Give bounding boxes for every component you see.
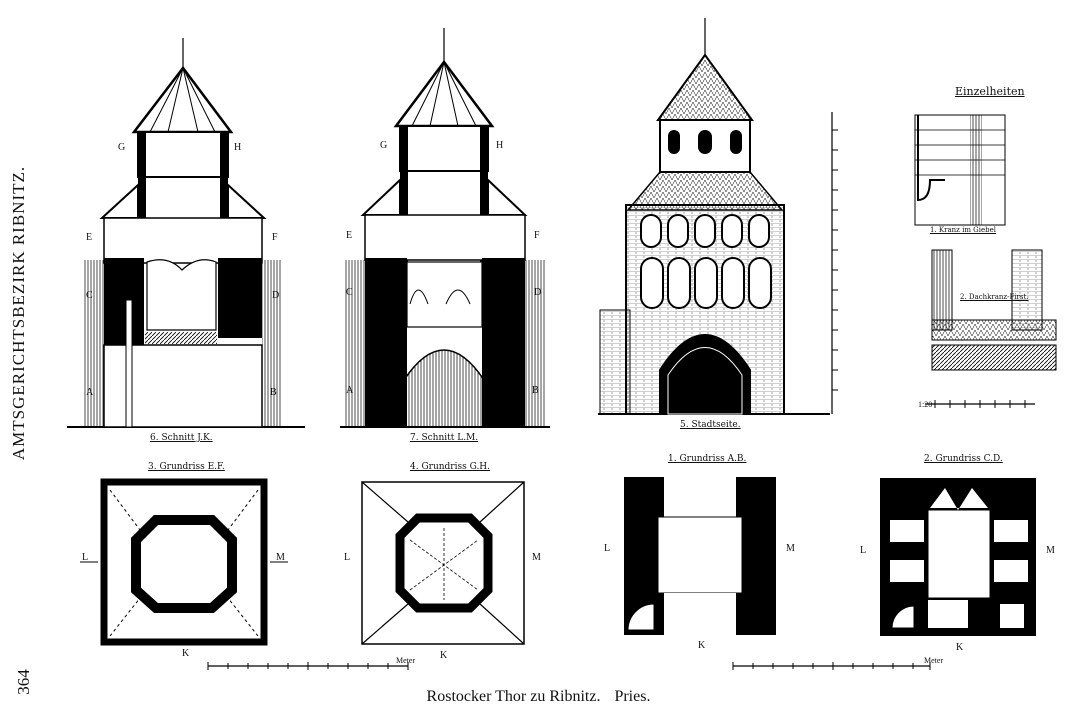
section-letter-e-lm: E <box>346 230 353 241</box>
section-letter-g-jk: G <box>118 142 126 153</box>
section-lm-drawing <box>340 28 550 428</box>
section-letter-l-cd: L <box>860 545 867 556</box>
section-letter-a-lm: A <box>346 385 354 396</box>
meter-scale-left <box>207 662 409 670</box>
section-letter-g-lm: G <box>380 140 388 151</box>
meter-label-left: Meter <box>396 656 416 665</box>
section-letter-d-jk: D <box>272 290 280 301</box>
section-letter-m-gh: M <box>532 552 541 563</box>
section-letter-c-lm: C <box>346 287 353 298</box>
section-letter-l-ef: L <box>82 552 89 563</box>
section-letter-c-jk: C <box>86 290 93 301</box>
section-letter-a-jk: A <box>86 387 94 398</box>
detail-scale-label: 1:20 <box>918 400 933 409</box>
meter-scale-right <box>732 662 931 670</box>
plan-ef-drawing <box>80 478 288 646</box>
section-letter-b-jk: B <box>270 387 277 398</box>
section-letter-m-ab: M <box>786 543 795 554</box>
plate-caption: Rostocker Thor zu Ribnitz. Pries. <box>0 688 1077 706</box>
section-letter-h-lm: H <box>496 140 504 151</box>
section-letter-h-jk: H <box>234 142 242 153</box>
section-letter-l-gh: L <box>344 552 351 563</box>
title-detail-1: 1. Kranz im Giebel <box>930 226 997 234</box>
section-jk-drawing <box>67 38 305 428</box>
title-grundriss-gh: 4. Grundriss G.H. <box>410 462 491 472</box>
title-stadtseite: 5. Stadtseite. <box>680 420 741 430</box>
section-letter-d-lm: D <box>534 287 542 298</box>
title-einzelheiten: Einzelheiten <box>955 85 1025 98</box>
elevation-drawing <box>598 18 838 415</box>
caption-title: Rostocker Thor zu Ribnitz. <box>426 688 601 705</box>
title-grundriss-cd: 2. Grundriss C.D. <box>924 454 1003 464</box>
plan-gh-drawing <box>361 481 525 645</box>
section-letter-f-lm: F <box>534 230 540 241</box>
section-letter-k-cd: K <box>956 642 964 653</box>
section-letter-e-jk: E <box>86 232 93 243</box>
section-letter-f-jk: F <box>272 232 278 243</box>
detail-drawings <box>914 114 1057 408</box>
section-letter-l-ab: L <box>604 543 611 554</box>
caption-author: Pries. <box>614 688 651 705</box>
section-letter-m-ef: M <box>276 552 285 563</box>
section-letter-k-gh: K <box>440 650 448 661</box>
title-grundriss-ab: 1. Grundriss A.B. <box>668 454 747 464</box>
title-grundriss-ef: 3. Grundriss E.F. <box>148 462 225 472</box>
meter-label-right: Meter <box>924 656 944 665</box>
section-letter-b-lm: B <box>532 385 539 396</box>
plan-cd-drawing <box>880 478 1036 636</box>
plan-ab-drawing <box>624 477 776 635</box>
section-letter-k-ef: K <box>182 648 190 659</box>
title-schnitt-lm: 7. Schnitt L.M. <box>410 433 479 443</box>
section-letter-m-cd: M <box>1046 545 1055 556</box>
title-schnitt-jk: 6. Schnitt J.K. <box>150 433 213 443</box>
section-letter-k-ab: K <box>698 640 706 651</box>
title-detail-2: 2. Dachkranz-First. <box>960 293 1029 301</box>
